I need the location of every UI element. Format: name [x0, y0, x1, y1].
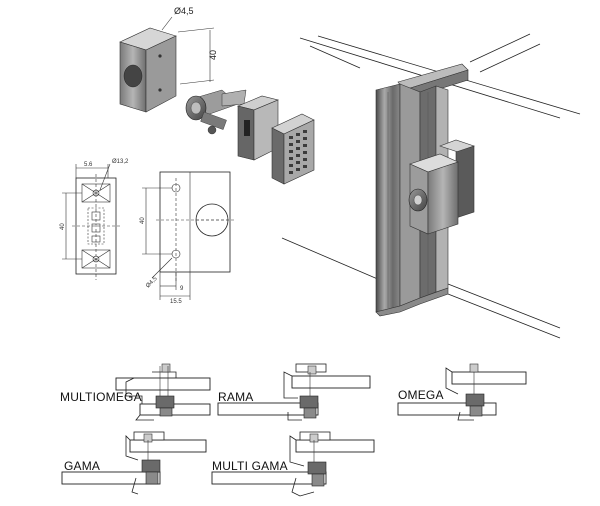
profile-multigama: MULTI GAMA	[211, 431, 375, 497]
dim-front-top-b: Ø13,2	[112, 159, 129, 165]
dim-side-bottom-a: 9	[180, 286, 184, 292]
bracket-dimensions: Ø4,5 40	[161, 6, 218, 85]
label-rama: RAMA	[218, 390, 253, 404]
exploded-lock-assembly: Ø4,5 40	[119, 6, 315, 185]
dim-side-bottom-b: 15.5	[170, 299, 182, 305]
strike-plate-part	[271, 113, 315, 185]
profile-multiomega: MULTIOMEGA	[60, 363, 211, 421]
mounted-lock-box	[408, 139, 475, 235]
label-gama: GAMA	[64, 459, 100, 473]
dim-front-top-a: 5.6	[84, 162, 93, 168]
dim-height: 40	[208, 50, 218, 60]
profile-gama: GAMA	[61, 431, 207, 495]
lock-cylinder-part	[185, 89, 247, 135]
label-multigama: MULTI GAMA	[212, 459, 288, 473]
profile-rama: RAMA	[217, 363, 371, 421]
front-view-drawing: 5.6 Ø13,2 40	[60, 159, 129, 280]
label-multiomega: MULTIOMEGA	[60, 390, 142, 404]
installed-lock-view	[281, 33, 581, 339]
dim-diameter: Ø4,5	[174, 6, 194, 16]
bracket-part	[119, 27, 177, 113]
dim-side-height: 40	[140, 217, 146, 224]
dim-front-height: 40	[60, 223, 66, 230]
side-view-drawing: 40 Ø4,5 9 15.5	[140, 171, 236, 305]
label-omega: OMEGA	[398, 388, 444, 402]
profile-omega: OMEGA	[397, 363, 527, 421]
lock-housing-part	[237, 95, 279, 161]
